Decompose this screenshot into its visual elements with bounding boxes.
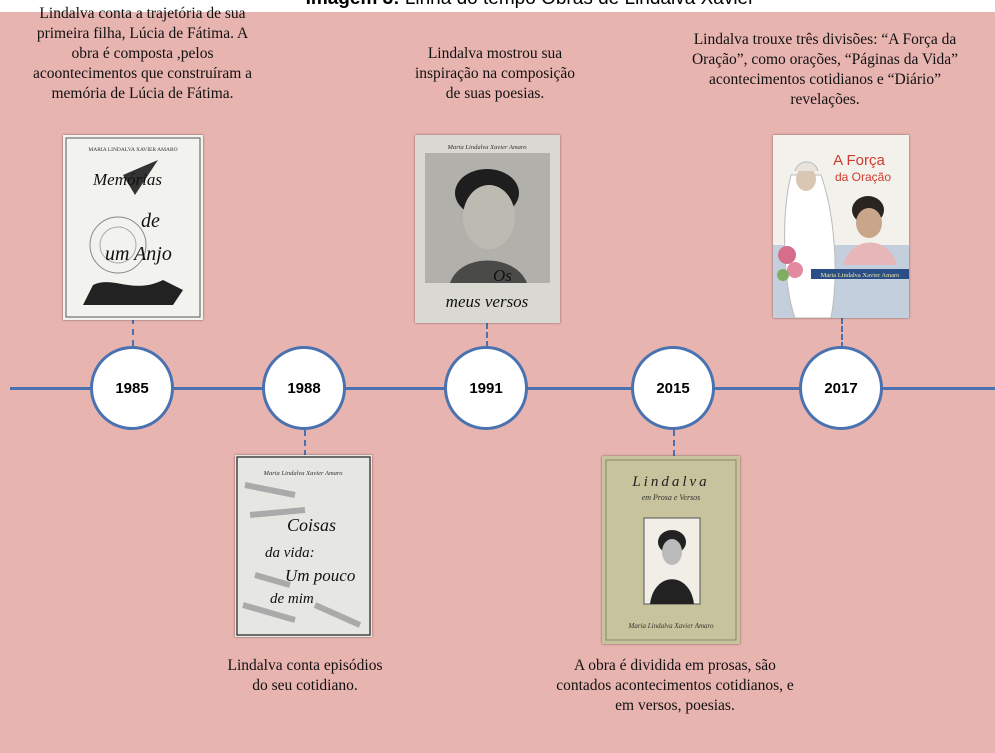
- cover-title-line: Os: [493, 266, 512, 285]
- caption-line: Lindalva trouxe três divisões: “A Força …: [693, 31, 957, 48]
- cover-title-line: Um pouco: [285, 566, 355, 585]
- connector-1988: [304, 430, 306, 456]
- caption-1991: Lindalva mostrou sua inspiração na compo…: [380, 44, 610, 104]
- caption-2015: A obra é dividida em prosas, são contado…: [510, 656, 840, 716]
- cover-art: Lindalva em Prosa e Versos Maria Lindalv…: [602, 456, 740, 644]
- cover-author: Maria Lindalva Xavier Amaro: [628, 622, 714, 630]
- cover-title-line: meus versos: [446, 292, 529, 311]
- caption-line: inspiração na composição: [414, 65, 576, 82]
- figure-title-rest: Linha do tempo Obras de Lindalva Xavier: [400, 0, 755, 9]
- caption-1985: Lindalva conta a trajetória de sua prime…: [5, 4, 280, 104]
- cover-author: Maria Lindalva Xavier Amaro: [821, 272, 900, 279]
- caption-line: acontecimentos cotidianos e “Diário”: [709, 71, 941, 88]
- caption-line: A obra é dividida em prosas, são: [574, 657, 776, 674]
- caption-line: Oração”, como orações, “Páginas da Vida”: [691, 51, 959, 68]
- caption-line: obra é composta ,pelos: [71, 45, 214, 62]
- year-node-1985: 1985: [90, 346, 174, 430]
- connector-1985: [132, 318, 134, 346]
- cover-title-line: da Oração: [835, 170, 891, 184]
- cover-author: Maria Lindalva Xavier Amaro: [447, 144, 528, 151]
- connector-1991: [486, 323, 488, 347]
- caption-line: memória de Lúcia de Fátima.: [51, 85, 234, 102]
- caption-2017: Lindalva trouxe três divisões: “A Força …: [655, 30, 995, 110]
- cover-art: Maria Lindalva Xavier Amaro Os meus vers…: [415, 135, 560, 323]
- cover-title-line: Coisas: [287, 515, 336, 535]
- caption-line: revelações.: [790, 91, 860, 108]
- caption-line: Lindalva mostrou sua: [427, 45, 563, 62]
- cover-title-line: da vida:: [265, 545, 315, 561]
- connector-2015: [673, 430, 675, 456]
- cover-title-line: em Prosa e Versos: [642, 493, 701, 502]
- caption-line: do seu cotidiano.: [252, 677, 358, 694]
- cover-art: A Força da Oração Maria Lindalva Xavier …: [773, 135, 909, 318]
- cover-art: Maria Lindalva Xavier Amaro Coisas da vi…: [235, 455, 372, 637]
- cover-title-line: A Força: [833, 152, 885, 169]
- caption-1988: Lindalva conta episódios do seu cotidian…: [185, 656, 425, 696]
- connector-2017: [841, 318, 843, 348]
- year-node-2015: 2015: [631, 346, 715, 430]
- year-node-2017: 2017: [799, 346, 883, 430]
- cover-author: MARIA LINDALVA XAVIER AMARO: [88, 147, 177, 153]
- cover-title-line: Lindalva: [631, 474, 709, 490]
- caption-line: acoontecimentos que construíram a: [32, 65, 253, 82]
- caption-line: Lindalva conta a trajetória de sua: [39, 5, 246, 22]
- cover-title-line: Memórias: [92, 170, 162, 189]
- book-cover-memorias-de-um-anjo: MARIA LINDALVA XAVIER AMARO Memórias de …: [63, 135, 203, 320]
- cover-art: MARIA LINDALVA XAVIER AMARO Memórias de …: [63, 135, 203, 320]
- caption-line: Lindalva conta episódios: [227, 657, 383, 674]
- caption-line: em versos, poesias.: [615, 697, 735, 714]
- cover-title-line: de: [141, 210, 160, 232]
- top-strip: [0, 0, 995, 12]
- year-node-1991: 1991: [444, 346, 528, 430]
- caption-line: contados acontecimentos cotidianos, e: [556, 677, 794, 694]
- figure-title: Imagem 3: Linha do tempo Obras de Lindal…: [150, 0, 910, 10]
- cover-title-line: de mim: [270, 591, 314, 607]
- cover-title-line: um Anjo: [105, 243, 172, 265]
- figure-title-bold: Imagem 3:: [306, 0, 400, 9]
- book-cover-a-forca-da-oracao: A Força da Oração Maria Lindalva Xavier …: [773, 135, 909, 318]
- caption-line: primeira filha, Lúcia de Fátima. A: [36, 25, 249, 42]
- book-cover-coisas-da-vida: Maria Lindalva Xavier Amaro Coisas da vi…: [235, 455, 372, 637]
- book-cover-os-meus-versos: Maria Lindalva Xavier Amaro Os meus vers…: [415, 135, 560, 323]
- caption-line: de suas poesias.: [445, 85, 545, 102]
- book-cover-lindalva-em-prosa-e-versos: Lindalva em Prosa e Versos Maria Lindalv…: [602, 456, 740, 644]
- cover-author: Maria Lindalva Xavier Amaro: [263, 470, 344, 477]
- year-node-1988: 1988: [262, 346, 346, 430]
